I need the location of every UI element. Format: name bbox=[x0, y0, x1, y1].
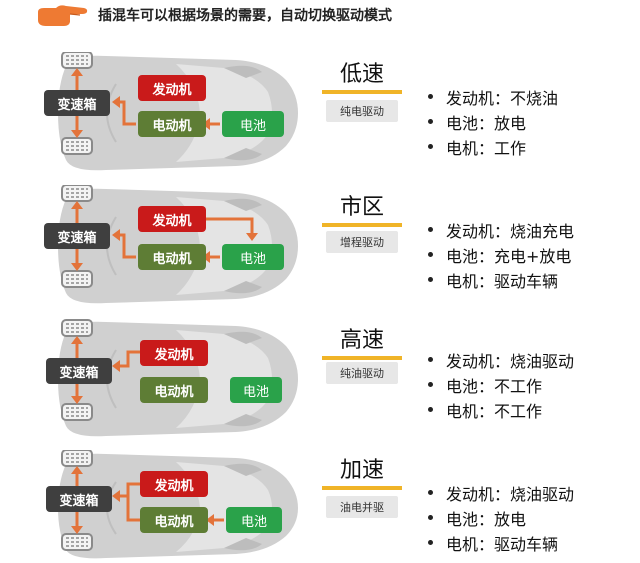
status-item: 电池：不工作 bbox=[428, 372, 574, 397]
mode-panel-city: 变速箱 发动机 电动机 电池 市区 增程驱动 发动机：烧油充电 电池：充电+放电… bbox=[0, 185, 640, 313]
mode-panel-acceleration: 变速箱 发动机 电动机 电池 加速 油电并驱 发动机：烧油驱动 电池：放电 电机… bbox=[0, 450, 640, 563]
status-item: 发动机：不烧油 bbox=[428, 84, 558, 109]
status-list: 发动机：不烧油 电池：放电 电机：工作 bbox=[428, 84, 558, 159]
mode-tag: 纯电驱动 bbox=[326, 100, 398, 122]
tire-icon bbox=[61, 270, 93, 288]
motor-box: 电动机 bbox=[140, 507, 208, 533]
car-diagram: 变速箱 发动机 电动机 电池 bbox=[36, 318, 300, 440]
power-flow-arrows bbox=[71, 466, 224, 534]
car-diagram: 变速箱 发动机 电动机 电池 bbox=[36, 450, 300, 563]
power-flow-arrows bbox=[71, 336, 140, 404]
tire-icon bbox=[61, 319, 93, 337]
bullet-dot bbox=[428, 357, 433, 362]
motor-box: 电动机 bbox=[140, 377, 208, 403]
status-item: 发动机：烧油驱动 bbox=[428, 480, 574, 505]
status-item: 电池：放电 bbox=[428, 505, 574, 530]
mode-title-underline bbox=[322, 223, 402, 227]
status-list: 发动机：烧油充电 电池：充电+放电 电机：驱动车辆 bbox=[428, 217, 574, 292]
engine-box: 发动机 bbox=[138, 206, 206, 232]
status-list: 发动机：烧油驱动 电池：不工作 电机：不工作 bbox=[428, 347, 574, 422]
battery-box: 电池 bbox=[222, 244, 284, 270]
tire-icon bbox=[61, 137, 93, 155]
power-flow-arrows bbox=[71, 68, 220, 138]
bullet-dot bbox=[428, 94, 433, 99]
mode-tag: 增程驱动 bbox=[326, 231, 398, 253]
tire-icon bbox=[61, 403, 93, 421]
power-flow-arrows bbox=[71, 201, 258, 271]
car-diagram: 变速箱 发动机 电动机 电池 bbox=[36, 52, 300, 174]
gearbox-box: 变速箱 bbox=[46, 358, 112, 384]
bullet-dot bbox=[428, 252, 433, 257]
gearbox-box: 变速箱 bbox=[46, 486, 112, 512]
mode-tag: 纯油驱动 bbox=[326, 362, 398, 384]
battery-box: 电池 bbox=[222, 111, 284, 137]
bullet-dot bbox=[428, 144, 433, 149]
motor-box: 电动机 bbox=[138, 111, 206, 137]
mode-title-underline bbox=[322, 486, 402, 490]
engine-box: 发动机 bbox=[138, 75, 206, 101]
bullet-dot bbox=[428, 382, 433, 387]
status-list: 发动机：烧油驱动 电池：放电 电机：驱动车辆 bbox=[428, 480, 574, 555]
status-item: 电池：放电 bbox=[428, 109, 558, 134]
gearbox-box: 变速箱 bbox=[44, 223, 110, 249]
bullet-dot bbox=[428, 227, 433, 232]
header: 插混车可以根据场景的需要，自动切换驱动模式 bbox=[36, 2, 392, 28]
status-item: 电机：工作 bbox=[428, 134, 558, 159]
status-item: 电机：驱动车辆 bbox=[428, 267, 574, 292]
mode-title-underline bbox=[322, 90, 402, 94]
tire-icon bbox=[61, 533, 93, 551]
mode-title: 市区 bbox=[339, 195, 384, 220]
status-item: 电池：充电+放电 bbox=[428, 242, 574, 267]
mode-title: 高速 bbox=[339, 328, 384, 353]
car-diagram: 变速箱 发动机 电动机 电池 bbox=[36, 185, 300, 307]
gearbox-box: 变速箱 bbox=[44, 90, 110, 116]
pointing-hand-icon bbox=[38, 5, 88, 27]
tire-icon bbox=[61, 52, 93, 69]
mode-panel-highway: 变速箱 发动机 电动机 电池 高速 纯油驱动 发动机：烧油驱动 电池：不工作 电… bbox=[0, 318, 640, 446]
tire-icon bbox=[61, 185, 93, 202]
bullet-dot bbox=[428, 490, 433, 495]
mode-title: 加速 bbox=[339, 458, 384, 483]
mode-tag: 油电并驱 bbox=[326, 496, 398, 518]
bullet-dot bbox=[428, 407, 433, 412]
engine-box: 发动机 bbox=[140, 340, 208, 366]
motor-box: 电动机 bbox=[138, 244, 206, 270]
battery-box: 电池 bbox=[230, 377, 282, 403]
mode-title: 低速 bbox=[339, 62, 384, 87]
bullet-dot bbox=[428, 277, 433, 282]
status-item: 发动机：烧油充电 bbox=[428, 217, 574, 242]
mode-title-underline bbox=[322, 356, 402, 360]
status-item: 电机：不工作 bbox=[428, 397, 574, 422]
status-item: 电机：驱动车辆 bbox=[428, 530, 574, 555]
bullet-dot bbox=[428, 119, 433, 124]
status-item: 发动机：烧油驱动 bbox=[428, 347, 574, 372]
header-text: 插混车可以根据场景的需要，自动切换驱动模式 bbox=[98, 8, 392, 24]
bullet-dot bbox=[428, 515, 433, 520]
tire-icon bbox=[61, 450, 93, 467]
engine-box: 发动机 bbox=[140, 471, 208, 497]
battery-box: 电池 bbox=[226, 507, 282, 533]
mode-panel-low-speed: 变速箱 发动机 电动机 电池 低速 纯电驱动 发动机：不烧油 电池：放电 电机：… bbox=[0, 52, 640, 180]
bullet-dot bbox=[428, 540, 433, 545]
